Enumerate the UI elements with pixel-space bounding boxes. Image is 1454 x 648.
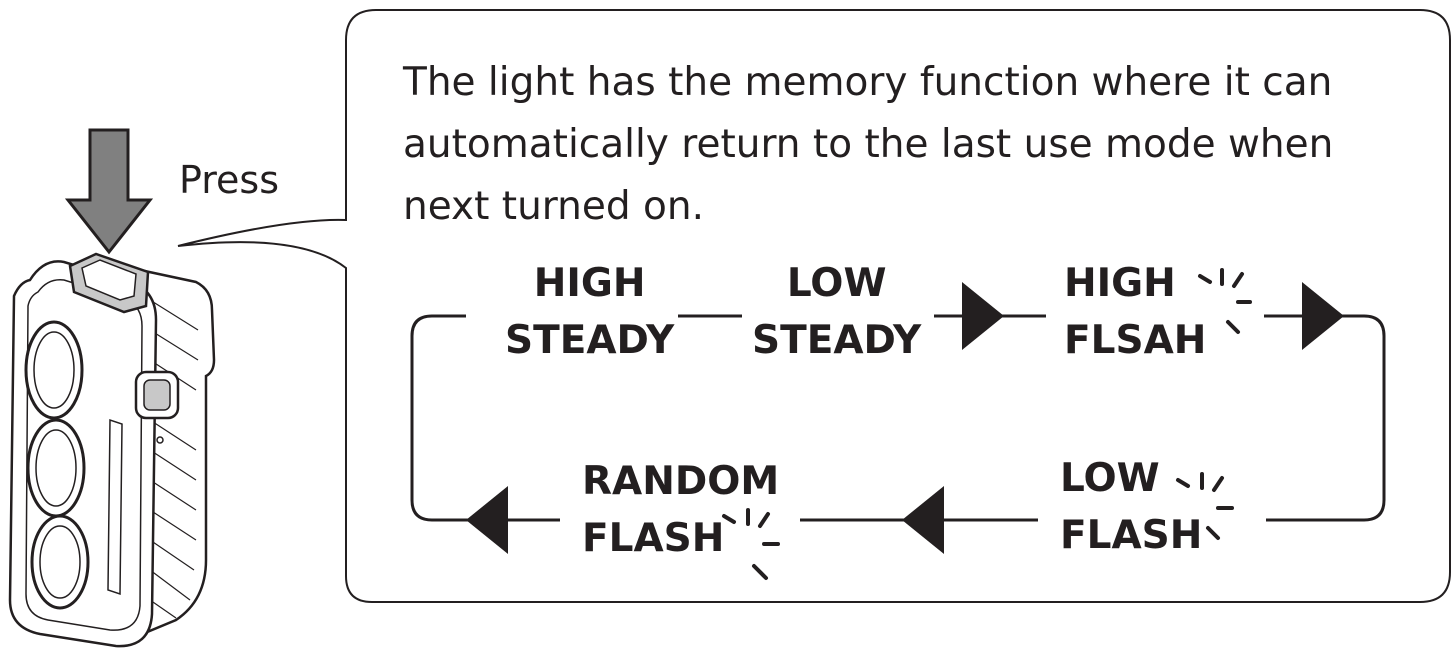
triangle-arrow-icon	[902, 486, 944, 554]
mode-line2: STEADY	[752, 318, 922, 363]
flash-burst-icon	[1176, 472, 1234, 540]
mode-line1: LOW	[1060, 456, 1160, 501]
description-line: The light has the memory function where …	[403, 60, 1333, 105]
description-line: next turned on.	[403, 184, 704, 229]
down-arrow-icon	[64, 128, 154, 255]
memory-description: The light has the memory function where …	[403, 52, 1413, 238]
triangle-arrow-icon	[1302, 282, 1344, 350]
description-line: automatically return to the last use mod…	[403, 122, 1334, 167]
press-label: Press	[179, 158, 280, 202]
mode-line1: HIGH	[533, 261, 646, 306]
mode-line2: STEADY	[505, 318, 675, 363]
mode-line2: FLASH	[582, 516, 725, 561]
mode-low-flash: LOW FLASH	[1060, 459, 1202, 555]
mode-line1: LOW	[786, 261, 887, 306]
mode-line1: HIGH	[1064, 261, 1176, 306]
mode-random-flash: RANDOM FLASH	[582, 462, 779, 558]
flash-burst-icon	[722, 508, 780, 580]
mode-line2: FLSAH	[1064, 318, 1207, 363]
mode-high-steady: HIGH STEADY	[505, 264, 674, 360]
mode-line1: RANDOM	[582, 459, 780, 504]
mode-low-steady: LOW STEADY	[752, 264, 921, 360]
triangle-arrow-icon	[962, 282, 1004, 350]
speech-bubble	[177, 9, 1451, 603]
triangle-arrow-icon	[466, 486, 508, 554]
flashlight-device	[8, 252, 216, 648]
mode-high-flash: HIGH FLSAH	[1064, 264, 1206, 360]
cycle-arrowheads	[466, 282, 1344, 554]
flash-burst-icon	[1198, 268, 1252, 334]
mode-line2: FLASH	[1060, 513, 1203, 558]
